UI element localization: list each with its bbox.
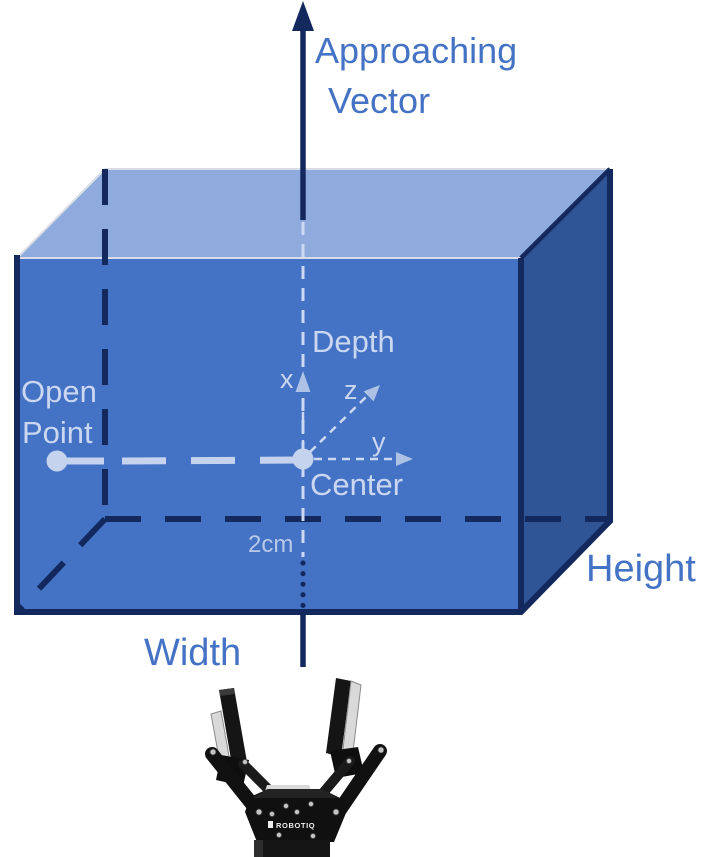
approaching-vector-label-line1: Approaching: [315, 30, 518, 71]
left-finger: [219, 688, 247, 765]
approaching-vector-label-line2: Vector: [328, 80, 431, 121]
offset-2cm-label: 2cm: [248, 531, 294, 558]
hidden-bottom-left-edge: [14, 516, 108, 615]
x-axis-arrow-icon: [295, 371, 311, 392]
open-point-label-line1: Open: [21, 374, 97, 409]
depth-label: Depth: [312, 324, 395, 359]
right-outer-arm: [330, 744, 387, 821]
center-label: Center: [310, 467, 404, 502]
wrist-cylinder-highlight: [254, 840, 263, 857]
left-finger-highlight: [219, 688, 235, 696]
wrist-cap-highlight: [266, 785, 310, 790]
approaching-vector-arrow: [292, 1, 314, 220]
center-point-dot: [292, 448, 314, 470]
center-axes: [295, 371, 413, 466]
box-front-face: [17, 258, 521, 612]
open-point-dot: [46, 450, 68, 472]
box-right-face: [521, 169, 610, 612]
robotiq-logo-icon: [268, 821, 273, 828]
y-axis-arrow-icon: [396, 452, 413, 466]
arrow-up-icon: [292, 1, 314, 31]
y-axis-label: y: [372, 427, 386, 457]
grasp-box: [17, 169, 610, 612]
box-hidden-edges: [14, 169, 610, 615]
width-label: Width: [144, 632, 242, 674]
gripper-screws: [209, 746, 385, 840]
x-axis-label: x: [280, 364, 294, 394]
gripper-hub: [245, 789, 346, 842]
gripper-hub-sheen: [252, 789, 338, 798]
open-point-label-line2: Point: [22, 415, 93, 450]
robot-gripper-photo: ROBOTIQ: [205, 678, 387, 857]
right-finger: [326, 678, 351, 757]
wrist-cylinder: [254, 840, 330, 857]
z-axis-label: z: [344, 375, 358, 405]
z-axis-arrow-icon: [363, 385, 380, 402]
box-top-face: [17, 169, 610, 258]
open-point-line-dashed: [121, 456, 300, 465]
gripper-brand-label: ROBOTIQ: [276, 821, 315, 830]
left-finger-pad: [210, 710, 230, 759]
height-label: Height: [586, 548, 696, 590]
box-top-right-edge: [519, 167, 612, 260]
